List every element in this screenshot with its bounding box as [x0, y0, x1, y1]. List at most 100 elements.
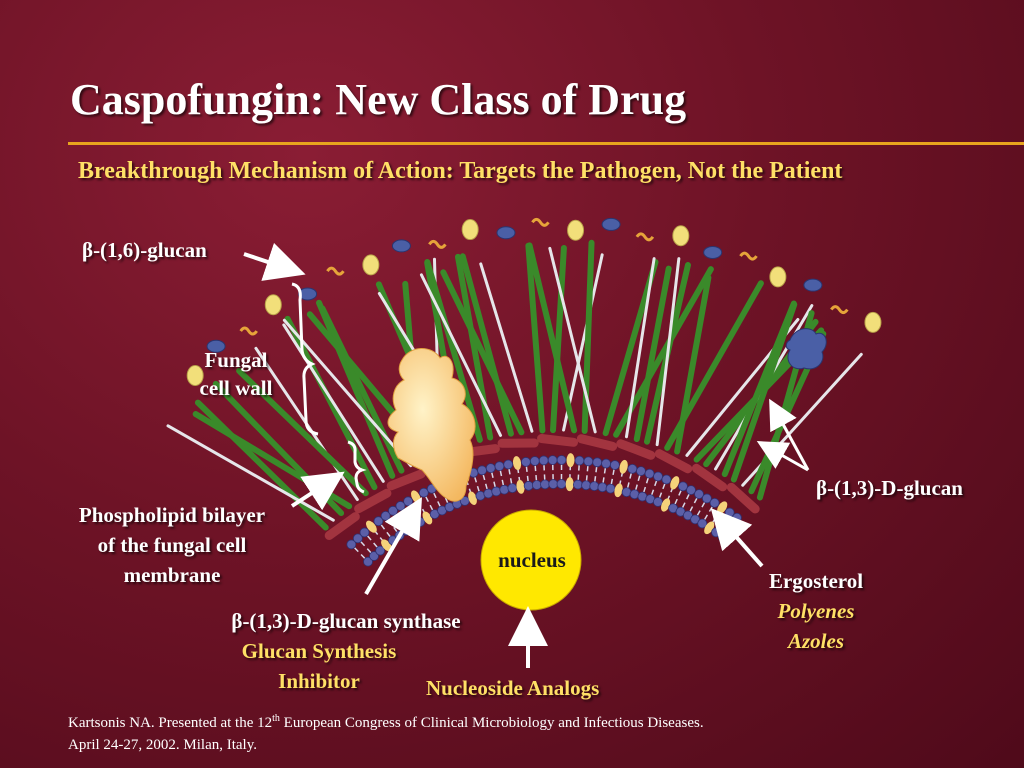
lipid-head: [523, 480, 534, 491]
citation-line-1-post: European Congress of Clinical Microbiolo…: [279, 715, 704, 731]
slide-subtitle: Breakthrough Mechanism of Action: Target…: [78, 158, 843, 184]
mannoprotein-yellow: [672, 225, 690, 247]
glucan-fiber-green: [730, 301, 798, 483]
ergosterol-molecule: [619, 459, 628, 474]
ergosterol-label: Ergosterol Polyenes Azoles: [750, 566, 882, 656]
lipid-head: [605, 483, 616, 494]
glucan-fiber-white: [282, 318, 413, 468]
lipid-head: [653, 471, 663, 482]
nucleoside-analogs-label: Nucleoside Analogs: [426, 676, 600, 700]
mannan-chain: [635, 232, 655, 242]
lipid-head: [503, 459, 514, 470]
lipid-head: [701, 493, 712, 504]
mannan-chain: [428, 239, 447, 249]
synthase-arrow: [364, 497, 423, 596]
lipid-head: [538, 455, 549, 466]
chitin-fiber: [654, 449, 693, 474]
lipid-head: [477, 465, 487, 476]
mannoprotein-blue: [391, 239, 411, 253]
glucan-fiber-green: [674, 274, 712, 455]
mannoprotein-yellow: [264, 294, 282, 316]
lipid-head: [375, 545, 386, 556]
phospholipid-line-3: membrane: [123, 563, 221, 587]
synthase-label: β-(1,3)-D-glucan synthase Glucan Synthes…: [196, 606, 496, 696]
b16-glucan-arrow: [243, 242, 306, 281]
lipid-head: [346, 539, 357, 550]
bilayer-brace: [347, 440, 367, 494]
mannoprotein-blue: [601, 217, 621, 231]
chitin-fiber: [616, 439, 656, 460]
ergosterol-molecule: [512, 456, 522, 471]
phospholipid-line-2: of the fungal cell: [97, 533, 247, 557]
lipid-head: [592, 457, 603, 468]
chitin-fiber: [537, 434, 579, 447]
lipid-head: [609, 460, 620, 470]
mannoprotein-blue: [206, 339, 226, 353]
chitin-fiber: [726, 482, 760, 514]
lipid-head: [459, 496, 470, 506]
lipid-head: [373, 516, 384, 527]
mannoprotein-blue: [298, 287, 318, 301]
glucan-fiber-white: [655, 257, 681, 447]
fungal-cell-wall-line-1: Fungal: [204, 348, 268, 372]
lipid-head: [589, 481, 600, 492]
lipid-head: [499, 484, 510, 495]
glucan-fiber-green: [192, 411, 353, 510]
synthase-line: β-(1,3)-D-glucan synthase: [231, 609, 461, 633]
lipid-head: [521, 457, 531, 467]
chitin-fiber: [576, 434, 618, 451]
chitin-fiber: [354, 488, 392, 514]
lipid-head: [627, 463, 638, 474]
mannoprotein-yellow: [186, 365, 204, 387]
glucan-synthase-enzyme: [387, 348, 476, 502]
glucan-fiber-white: [624, 257, 656, 439]
phospholipid-label: Phospholipid bilayer of the fungal cell …: [52, 500, 292, 590]
fungal-cell-wall-label: Fungal cell wall: [176, 346, 296, 402]
glucan-fiber-white: [479, 262, 534, 433]
lipid-head: [352, 533, 363, 544]
citation-line-1-pre: Kartsonis NA. Presented at the 12: [68, 715, 273, 731]
mannoprotein-yellow: [461, 219, 479, 241]
mannoprotein-yellow: [769, 266, 787, 288]
glucan-fiber-green: [319, 305, 405, 474]
citation-line-1: Kartsonis NA. Presented at the 12th Euro…: [68, 708, 704, 734]
chitin-fiber: [324, 512, 360, 540]
lipid-head: [369, 551, 379, 561]
b13-glucan-arrow-2: [756, 441, 809, 472]
mannoprotein-yellow: [864, 311, 882, 333]
lipid-head: [556, 455, 567, 465]
polyenes-line: Polyenes: [777, 599, 855, 623]
glucan-fiber-white: [282, 323, 385, 483]
ergosterol-molecule: [661, 498, 671, 512]
mannoprotein-yellow: [567, 219, 585, 241]
mannan-chain: [830, 305, 849, 315]
glucan-fiber-green: [424, 259, 483, 443]
glucan-fiber-white: [548, 246, 597, 434]
chitin-fiber: [386, 469, 426, 491]
ergosterol-molecule: [516, 479, 525, 494]
ergosterol-molecule: [468, 491, 477, 505]
cell-wall-brace: [291, 282, 319, 436]
ergosterol-molecule: [366, 520, 377, 533]
lipid-head: [531, 480, 542, 490]
lipid-head: [572, 479, 583, 490]
glucan-fiber-green: [454, 253, 494, 441]
glucan-fiber-green: [440, 269, 525, 436]
citation: Kartsonis NA. Presented at the 12th Euro…: [68, 708, 704, 756]
mannoprotein-blue: [803, 278, 823, 292]
lipid-head: [529, 456, 540, 466]
lipid-head: [491, 486, 502, 497]
mannoprotein-blue: [496, 226, 516, 240]
lipid-head: [547, 455, 558, 465]
mannoprotein-blue: [703, 245, 723, 259]
lipid-head: [581, 480, 591, 491]
ergosterol-line: Ergosterol: [768, 569, 864, 593]
mannoprotein-yellow: [362, 254, 380, 276]
lipid-head: [601, 458, 611, 469]
slide-title: Caspofungin: New Class of Drug: [70, 75, 687, 124]
phospholipid-line-1: Phospholipid bilayer: [78, 503, 266, 527]
b13-glucan-arrow-1: [769, 398, 810, 471]
lipid-head: [686, 485, 696, 496]
lipid-head: [636, 466, 646, 477]
nucleus-label: nucleus: [498, 548, 566, 572]
